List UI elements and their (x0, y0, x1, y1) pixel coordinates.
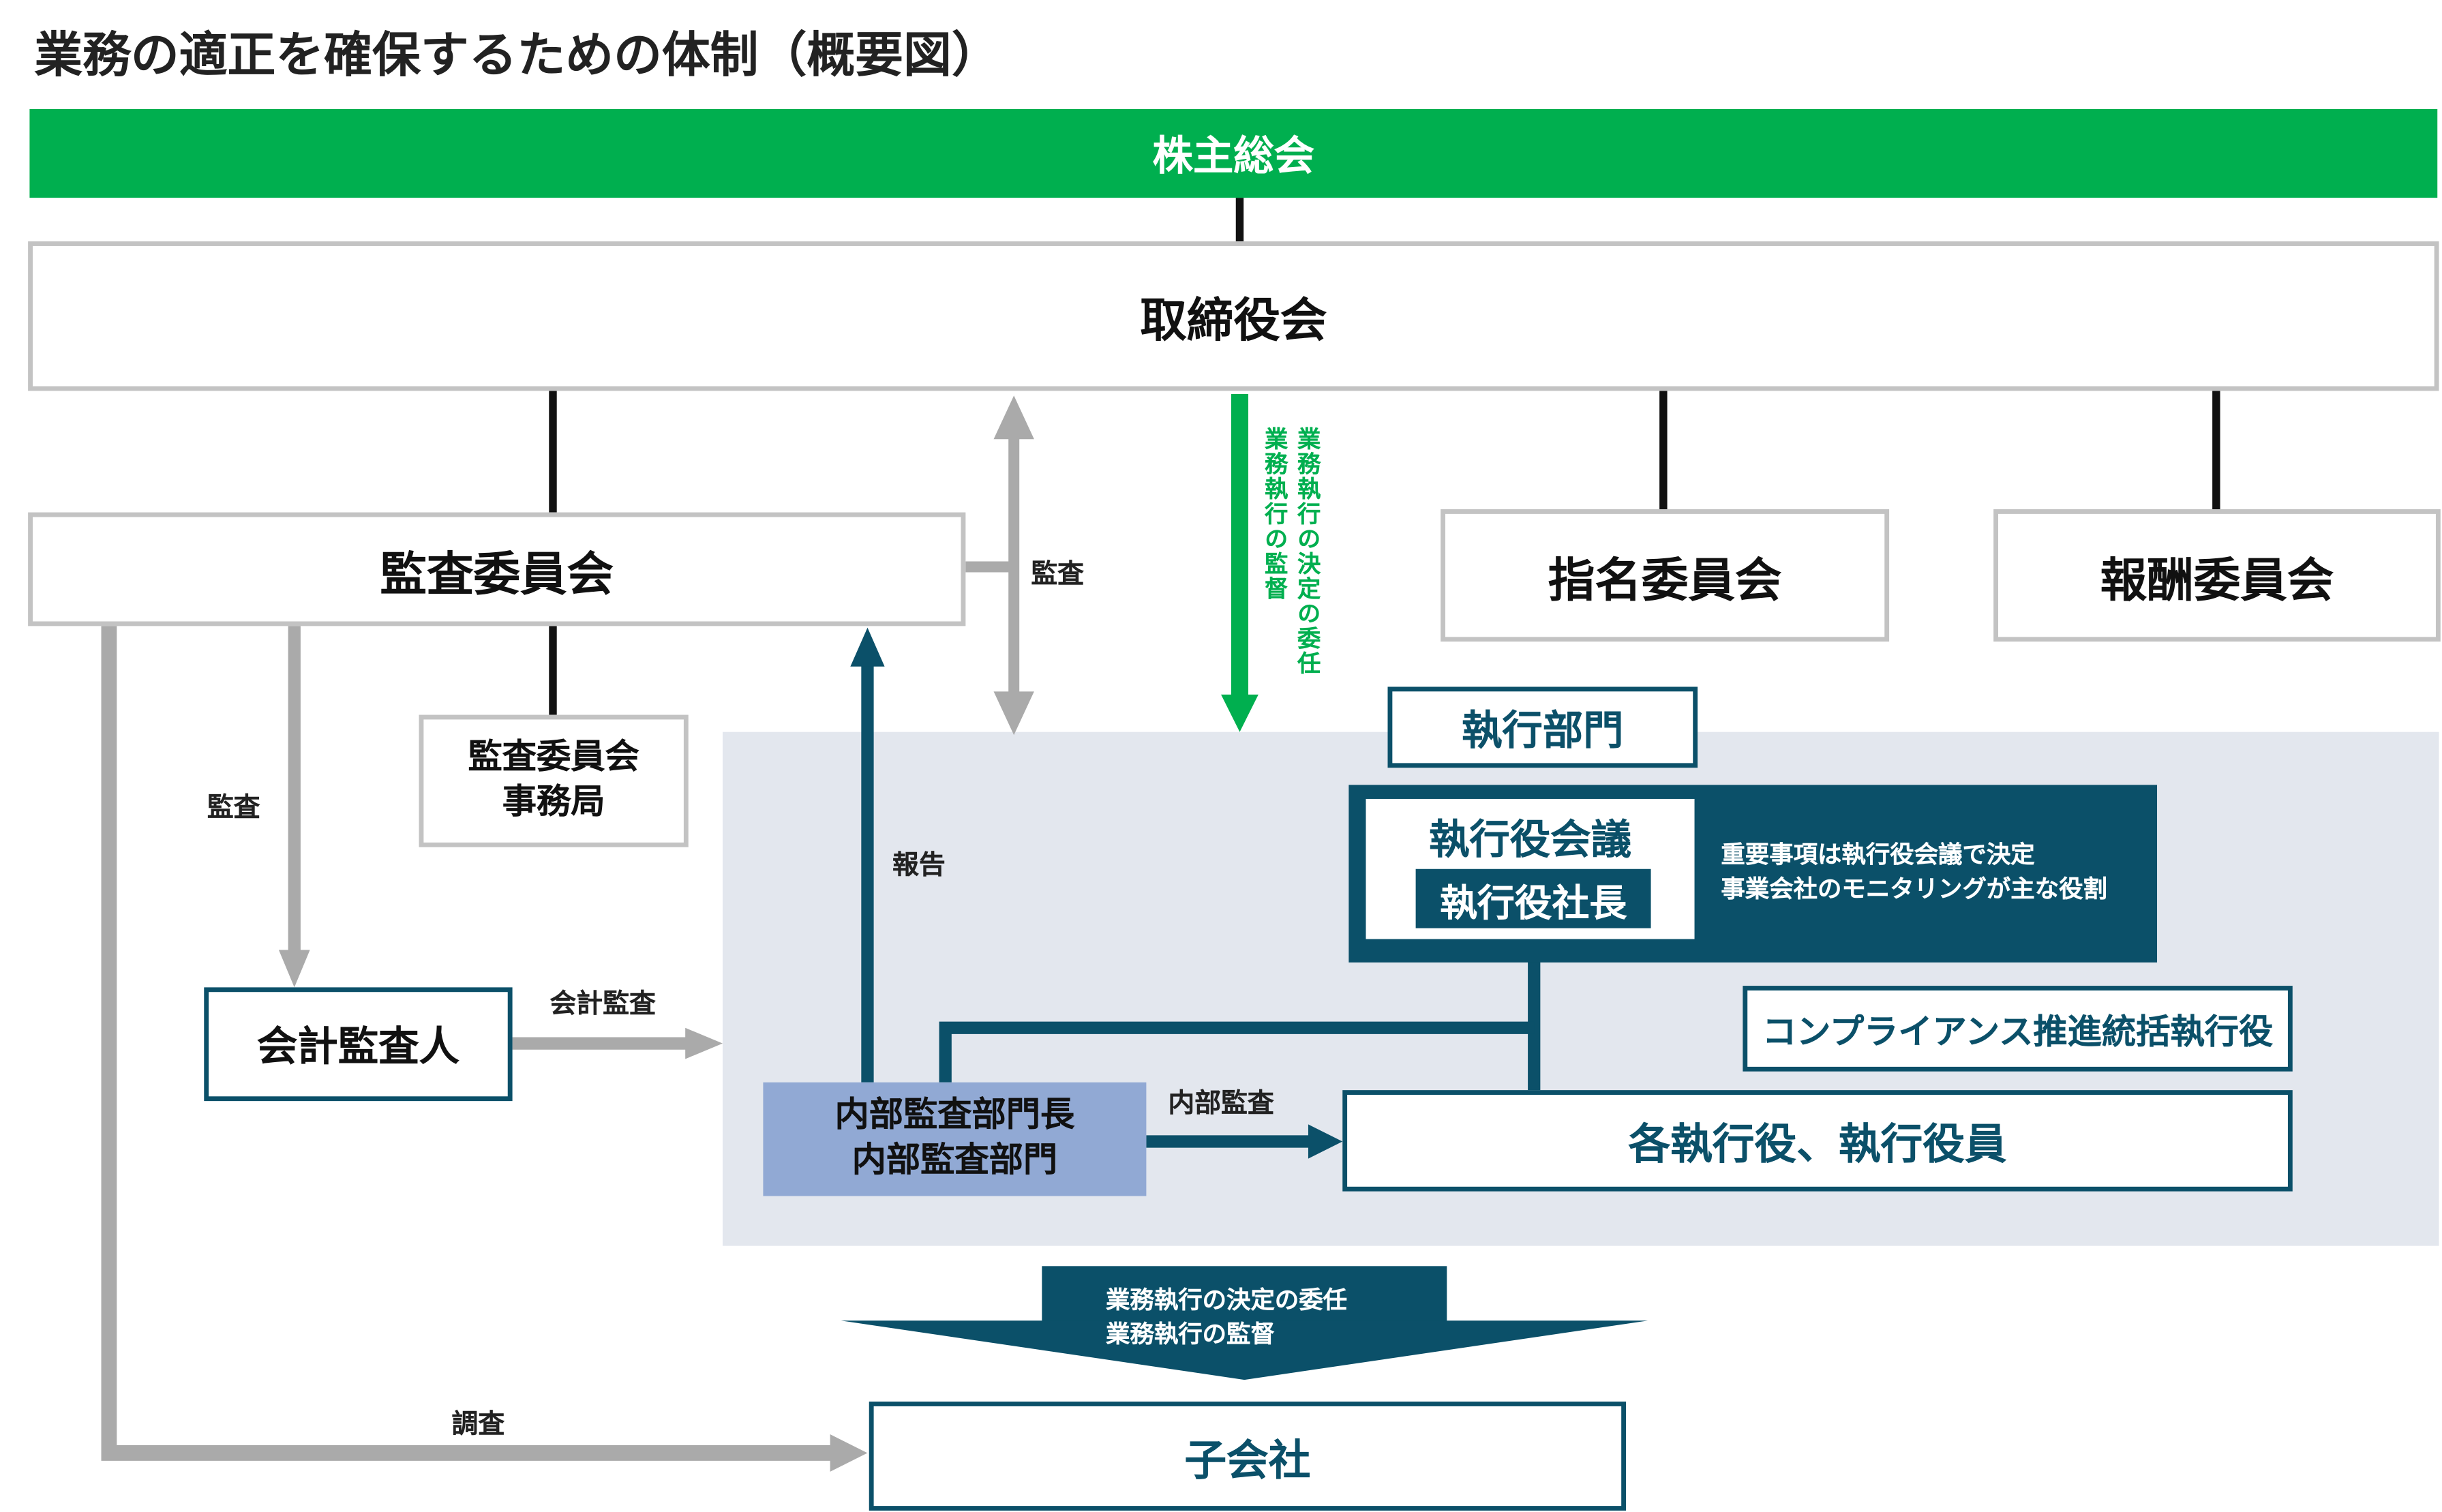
exec-meeting-label: 執行役会議 (1428, 817, 1632, 864)
big-arrow-line1: 業務執行の決定の委任 (1105, 1286, 1348, 1315)
exec-note: 重要事項は執行役会議で決定 事業会社のモニタリングが主な役割 (1721, 839, 2107, 907)
big-arrow-label: 業務執行の決定の委任 業務執行の監督 (1106, 1285, 1347, 1352)
nomination-committee[interactable]: 指名委員会 (1441, 509, 1890, 642)
compensation-committee[interactable]: 報酬委員会 (1993, 509, 2441, 642)
arrow-delegation (1221, 694, 1258, 732)
president-label: 執行役社長 (1415, 868, 1651, 928)
accounting-auditor[interactable]: 会計監査人 (204, 987, 513, 1102)
label-report: 報告 (892, 850, 946, 882)
label-supervision: 業務執行の監督 (1261, 426, 1290, 601)
arrow-audit-left (278, 950, 310, 988)
board-of-directors[interactable]: 取締役会 (28, 241, 2439, 391)
audit-committee-office[interactable]: 監査委員会 事務局 (419, 714, 689, 847)
internal-audit-line1: 内部監査部門長 (834, 1096, 1075, 1136)
arrow-internal-audit (1308, 1124, 1343, 1159)
executive-division[interactable]: 執行部門 (1387, 686, 1698, 768)
page-title: 業務の適正を確保するための体制（概要図） (34, 28, 1000, 85)
arrow-up-gray (993, 395, 1034, 440)
shareholders-meeting[interactable]: 株主総会 (29, 108, 2438, 198)
arrow-report (850, 627, 885, 667)
label-audit-left: 監査 (207, 792, 260, 824)
executive-meeting-block[interactable]: 執行役会議 執行役社長 重要事項は執行役会議で決定 事業会社のモニタリングが主な… (1348, 785, 2158, 963)
label-delegation: 業務執行の決定の委任 (1294, 426, 1323, 676)
subsidiaries[interactable]: 子会社 (869, 1402, 1627, 1511)
executive-officers[interactable]: 各執行役、執行役員 (1342, 1090, 2293, 1192)
label-audit-board: 監査 (1031, 559, 1085, 590)
internal-audit-division[interactable]: 内部監査部門長 内部監査部門 (763, 1082, 1147, 1196)
arrow-accounting-audit (685, 1027, 723, 1059)
audit-committee[interactable]: 監査委員会 (28, 512, 966, 626)
big-arrow-head (841, 1320, 1648, 1380)
internal-audit-line2: 内部監査部門 (851, 1140, 1058, 1180)
big-arrow-line2: 業務執行の監督 (1105, 1320, 1275, 1348)
label-internal-audit: 内部監査 (1168, 1088, 1274, 1120)
audit-office-line1: 監査委員会 (468, 738, 639, 777)
audit-office-line2: 事務局 (502, 782, 605, 822)
arrow-down-gray (993, 691, 1034, 736)
exec-note-line2: 事業会社のモニタリングが主な役割 (1721, 875, 2107, 903)
exec-meeting-inner: 執行役会議 執行役社長 (1366, 798, 1695, 939)
big-arrow-body (1042, 1266, 1447, 1324)
compliance-officer[interactable]: コンプライアンス推進統括執行役 (1743, 986, 2293, 1072)
arrow-investigation (830, 1434, 868, 1472)
exec-note-line1: 重要事項は執行役会議で決定 (1721, 841, 2035, 869)
label-investigation: 調査 (451, 1409, 505, 1441)
label-accounting-audit: 会計監査 (549, 988, 656, 1020)
